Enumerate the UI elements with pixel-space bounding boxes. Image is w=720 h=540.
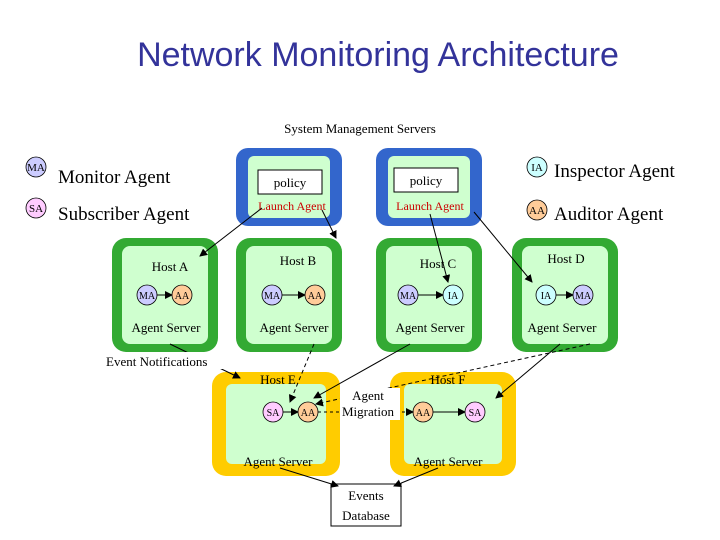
event-notifications-label: Event Notifications: [106, 354, 207, 369]
agent-label: IA: [541, 291, 552, 302]
host-a-name: Host A: [152, 259, 189, 274]
agent-label: AA: [416, 408, 431, 419]
agent-server-label: Agent Server: [396, 320, 466, 335]
servers-label: System Management Servers: [284, 121, 436, 136]
agent-label: MA: [400, 291, 417, 302]
database-label-line1: Events: [348, 488, 383, 503]
sa-agent-icon: [464, 401, 486, 423]
events-database: Events Database: [330, 483, 402, 527]
ia-agent-icon: [535, 284, 557, 306]
host-c: Host C MA IA Agent Server: [376, 238, 482, 352]
agent-label: MA: [575, 291, 592, 302]
host-f-name: Host F: [430, 372, 465, 387]
sa-legend-icon: [25, 197, 47, 219]
monitor-agent-legend-label: Monitor Agent: [58, 167, 171, 188]
management-server-2: policy Launch Agent: [376, 148, 482, 226]
host-e: Host E SA AA Agent Server: [212, 372, 340, 476]
auditor-agent-legend-label: Auditor Agent: [554, 204, 664, 225]
host-a: Host A MA AA Agent Server: [112, 238, 218, 352]
sa-legend-abbr: SA: [29, 203, 43, 215]
host-d-name: Host D: [547, 251, 584, 266]
ma-legend-icon: [25, 156, 47, 178]
host-f: Host F AA SA Agent Server: [390, 372, 516, 476]
agent-label: MA: [264, 291, 281, 302]
inspector-agent-legend-label: Inspector Agent: [554, 161, 676, 182]
ma-legend-abbr: MA: [27, 162, 45, 174]
aa-agent-icon: [171, 284, 193, 306]
host-e-name: Host E: [260, 372, 296, 387]
launch-agent-label: Launch Agent: [258, 199, 326, 213]
ma-agent-icon: [261, 284, 283, 306]
sa-agent-icon: [262, 401, 284, 423]
agent-label: MA: [139, 291, 156, 302]
policy-label: policy: [410, 173, 443, 188]
agent-label: IA: [448, 291, 459, 302]
agent-server-label: Agent Server: [414, 454, 484, 469]
ma-agent-icon: [397, 284, 419, 306]
launch-agent-label: Launch Agent: [396, 199, 464, 213]
agent-label: SA: [469, 408, 483, 419]
ia-agent-icon: [442, 284, 464, 306]
agent-label: AA: [175, 291, 190, 302]
subscriber-agent-legend-label: Subscriber Agent: [58, 204, 190, 225]
management-server-1: policy Launch Agent: [236, 148, 342, 226]
policy-label: policy: [274, 175, 307, 190]
host-b: Host B MA AA Agent Server: [236, 238, 342, 352]
agent-migration-label-line2: Migration: [342, 404, 394, 419]
host-b-name: Host B: [280, 253, 317, 268]
ia-legend-abbr: IA: [531, 162, 543, 174]
ma-agent-icon: [572, 284, 594, 306]
ia-legend-icon: [526, 156, 548, 178]
agent-server-label: Agent Server: [260, 320, 330, 335]
agent-label: AA: [301, 408, 316, 419]
agent-server-label: Agent Server: [244, 454, 314, 469]
ma-agent-icon: [136, 284, 158, 306]
database-label-line2: Database: [342, 508, 390, 523]
agent-server-label: Agent Server: [132, 320, 202, 335]
host-d: Host D IA MA Agent Server: [512, 238, 618, 352]
agent-label: SA: [267, 408, 281, 419]
page-title: Network Monitoring Architecture: [137, 36, 619, 74]
aa-legend-abbr: AA: [529, 205, 545, 217]
agent-server-label: Agent Server: [528, 320, 598, 335]
agent-migration-label-line1: Agent: [352, 388, 384, 403]
agent-label: AA: [308, 291, 323, 302]
legend: MA Monitor Agent SA Subscriber Agent IA …: [25, 156, 676, 225]
aa-legend-icon: [526, 199, 548, 221]
host-c-name: Host C: [420, 256, 456, 271]
aa-agent-icon: [304, 284, 326, 306]
